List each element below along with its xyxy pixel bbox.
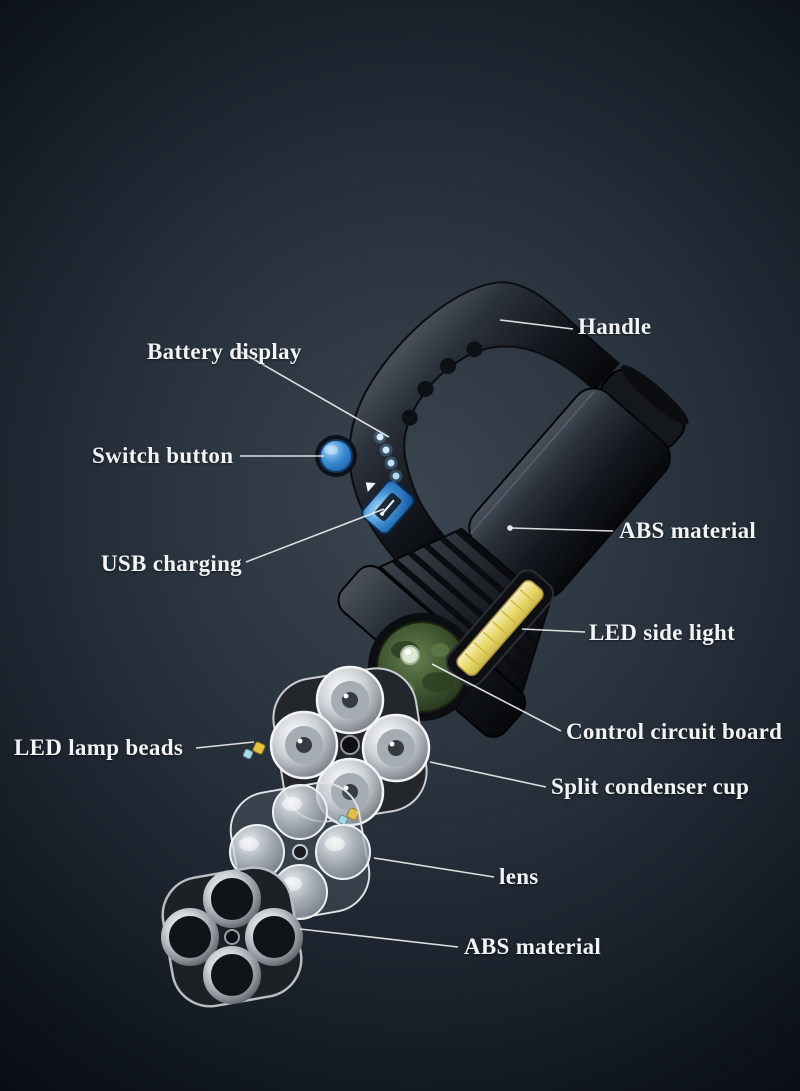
usb-port: [361, 479, 415, 535]
bezel-ring: [203, 946, 261, 1004]
label-led-lamp-beads: LED lamp beads: [14, 735, 184, 760]
center-led: [400, 645, 420, 665]
plate-center-hole: [340, 735, 360, 755]
label-usb-charging: USB charging: [101, 551, 242, 576]
led-chip-yellow: [252, 741, 266, 755]
label-abs-material-upper: ABS material: [619, 518, 757, 543]
flashlight-body: [337, 281, 689, 738]
lens-disc: [229, 824, 285, 880]
lens-disc: [272, 784, 328, 840]
handle-grip-notches: [401, 341, 483, 426]
label-split-condenser-cup: Split condenser cup: [551, 774, 750, 799]
leader-dot-abs-material-upper: [507, 525, 513, 531]
condenser-cup: [269, 710, 339, 780]
leader-line-lens: [373, 857, 495, 878]
label-handle: Handle: [578, 314, 652, 339]
leader-line-handle: [499, 319, 574, 330]
led-chip-yellow: [346, 807, 360, 821]
leader-line-led-lamp-beads: [195, 741, 255, 749]
leader-line-usb-charging: [245, 508, 385, 563]
bezel-ring: [203, 870, 261, 928]
label-control-circuit-board: Control circuit board: [566, 719, 783, 744]
usb-arrow-icon: [365, 482, 376, 493]
label-switch-button: Switch button: [92, 443, 234, 468]
leader-line-led-side-light: [521, 628, 586, 633]
label-led-side-light: LED side light: [589, 620, 736, 645]
label-abs-material-lower: ABS material: [464, 934, 602, 959]
led-chip-cyan: [337, 814, 349, 826]
led-side-light-strip: [445, 569, 555, 687]
leader-line-abs-material-lower: [299, 928, 459, 948]
leader-line-control-circuit-board: [431, 663, 562, 732]
condenser-cup: [315, 665, 385, 735]
condenser-cup: [361, 713, 431, 783]
bezel-ring: [161, 908, 219, 966]
lens-disc: [315, 824, 371, 880]
label-battery-display: Battery display: [147, 339, 302, 364]
abs-bezel-plate: [161, 866, 303, 1008]
leader-line-battery-display: [240, 351, 390, 438]
bezel-ring: [245, 908, 303, 966]
leader-line-abs-material-upper: [510, 527, 614, 532]
led-chip-cyan: [242, 748, 254, 760]
flashlight-handle: [348, 281, 621, 571]
label-lens: lens: [499, 864, 539, 889]
switch-button: [315, 435, 357, 477]
leader-line-split-condenser-cup: [429, 761, 547, 788]
led-chips: [242, 741, 360, 826]
tail-end: [621, 365, 689, 425]
